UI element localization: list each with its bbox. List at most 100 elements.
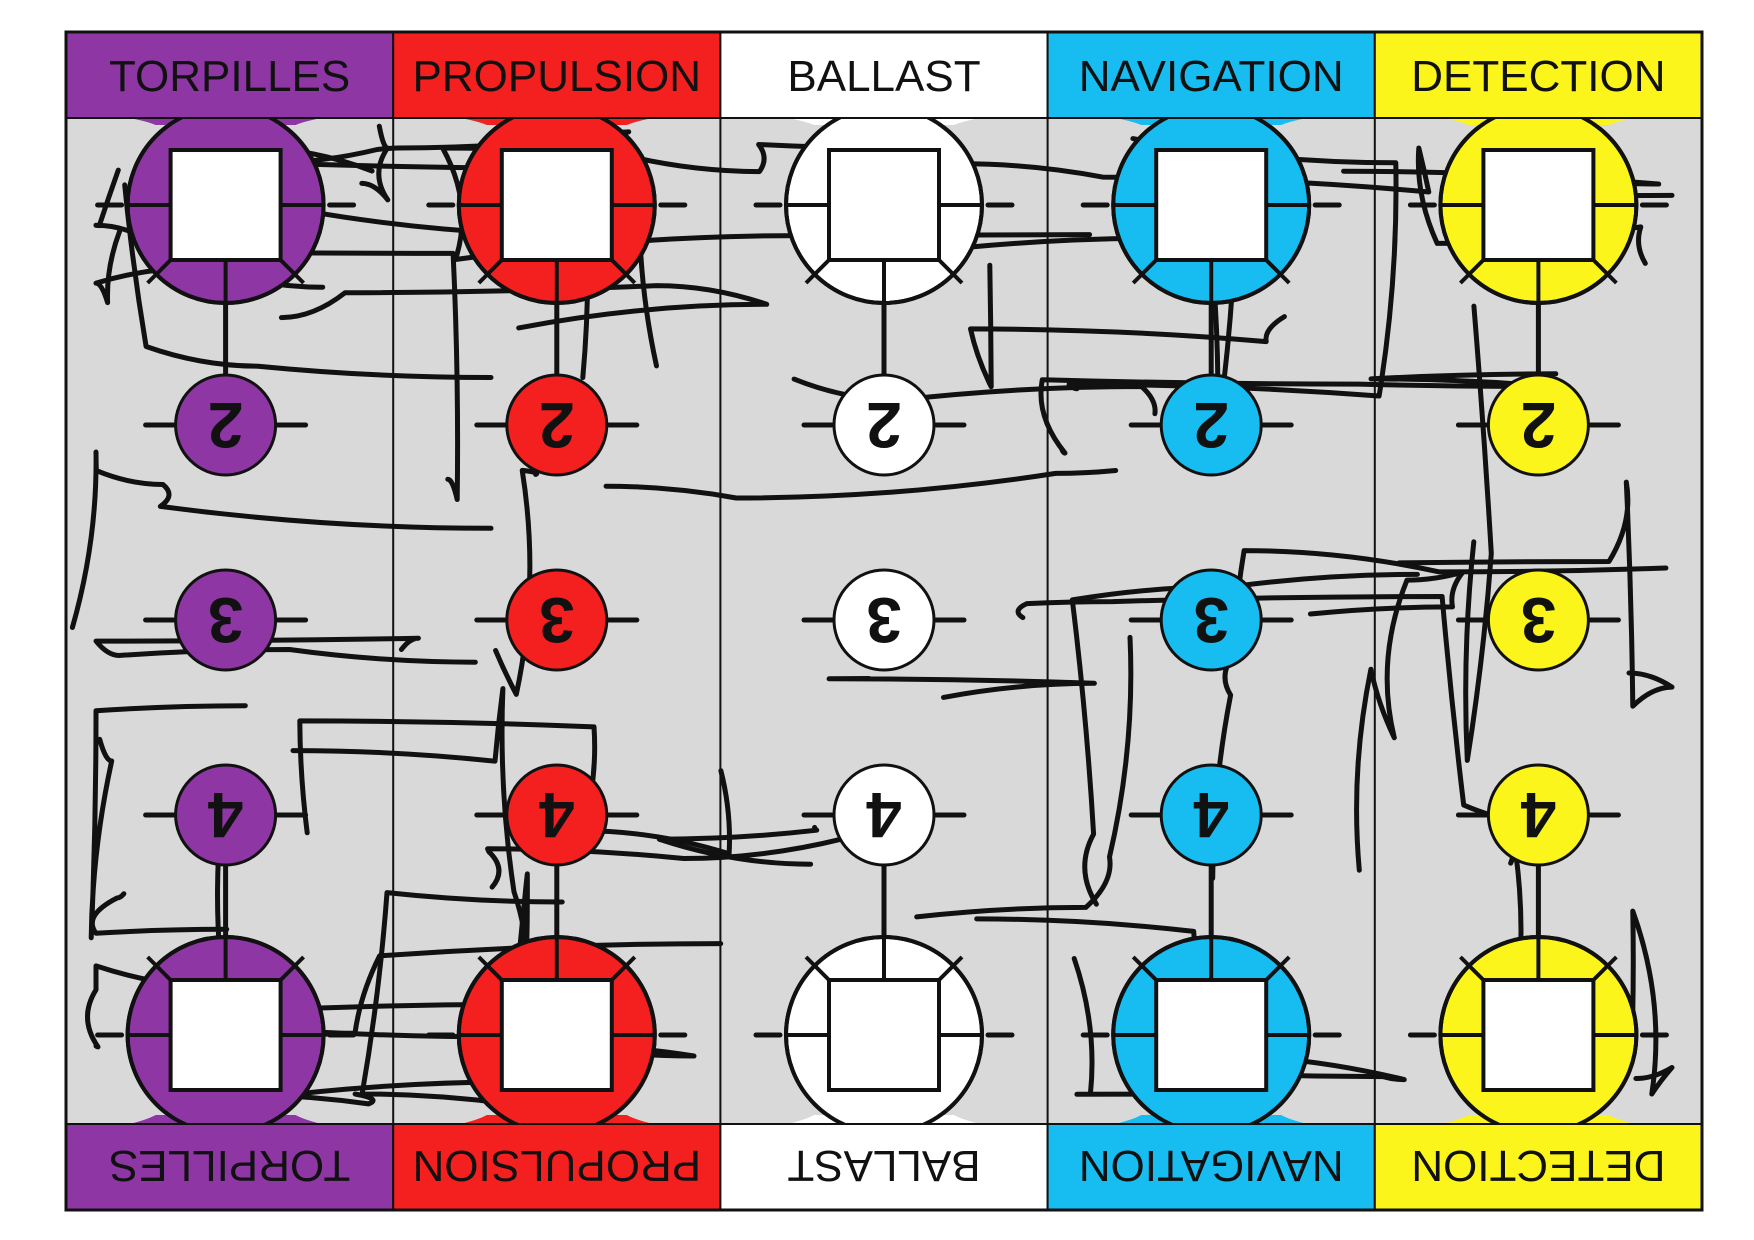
node-number: 3	[866, 584, 902, 656]
reactor-top-navigation	[1111, 105, 1312, 305]
node-navigation-3[interactable]: 3	[1159, 568, 1263, 672]
node-ballast-4[interactable]: 4	[832, 763, 936, 867]
wire	[1210, 548, 1669, 881]
header-top-label: TORPILLES	[109, 52, 350, 101]
node-propulsion-4[interactable]: 4	[505, 763, 609, 867]
node-circle	[1159, 373, 1263, 477]
header-top-propulsion: PROPULSION	[392, 31, 722, 119]
wire	[88, 703, 248, 941]
wire	[1463, 303, 1494, 763]
reactor-funnel	[1442, 118, 1635, 125]
header-top-torpilles: TORPILLES	[65, 31, 395, 119]
node-number: 4	[539, 779, 575, 851]
node-circle	[505, 373, 609, 477]
node-number: 3	[208, 584, 244, 656]
node-propulsion-2[interactable]: 2	[505, 373, 609, 477]
node-circle	[832, 568, 936, 672]
header-top-bg	[392, 31, 722, 119]
node-detection-2[interactable]: 2	[1486, 373, 1590, 477]
damage-box[interactable]	[1481, 978, 1596, 1092]
node-torpilles-3[interactable]: 3	[174, 568, 278, 672]
reactor-top-ballast	[784, 105, 984, 305]
reactor-funnel	[129, 1115, 322, 1124]
reactor-bottom-ballast	[784, 935, 984, 1135]
damage-box[interactable]	[827, 978, 941, 1092]
damage-box[interactable]	[168, 148, 283, 262]
reactor-funnel	[1115, 118, 1308, 125]
node-number: 2	[1521, 389, 1557, 461]
damage-box[interactable]	[827, 148, 941, 262]
reactor-funnel	[1442, 1115, 1635, 1124]
node-circle	[1486, 763, 1590, 867]
node-circle	[832, 763, 936, 867]
damage-box[interactable]	[168, 978, 283, 1092]
damage-box[interactable]	[499, 148, 614, 262]
header-top-bg	[65, 31, 395, 119]
wire	[93, 635, 478, 665]
header-top-label: NAVIGATION	[1079, 52, 1344, 101]
node-detection-3[interactable]: 3	[1486, 568, 1590, 672]
header-bottom-bg	[1046, 1123, 1376, 1211]
node-torpilles-2[interactable]: 2	[174, 373, 278, 477]
node-number: 3	[539, 584, 575, 656]
circuit-nodes: 2 3 4 2 3 4 2 3 4 2 3 4 2 3 4	[125, 105, 1639, 1135]
board-outline	[64, 30, 1704, 1212]
column-headers: TORPILLES TORPILLES PROPULSION PROPULSION BA…	[65, 31, 1704, 1211]
reactor-funnel	[1115, 1115, 1308, 1124]
node-navigation-4[interactable]: 4	[1159, 763, 1263, 867]
reactor-top-detection	[1438, 105, 1639, 305]
wire	[1396, 479, 1675, 709]
node-number: 4	[1193, 779, 1229, 851]
wire	[359, 123, 391, 203]
wire	[69, 449, 494, 630]
reactor-bottom-propulsion	[456, 935, 657, 1135]
wire	[122, 182, 494, 380]
header-bottom-label: DETECTION	[1411, 1141, 1665, 1190]
header-top-ballast: BALLAST	[719, 31, 1049, 119]
node-detection-4[interactable]: 4	[1486, 763, 1590, 867]
header-top-bg	[1046, 31, 1376, 119]
reactor-top-torpilles	[125, 105, 326, 305]
reactor-bottom-torpilles	[125, 935, 326, 1135]
reactor-bottom-navigation	[1111, 935, 1312, 1135]
node-ballast-2[interactable]: 2	[832, 373, 936, 477]
node-circle	[505, 763, 609, 867]
reactor-funnel	[788, 1115, 980, 1124]
node-number: 2	[866, 389, 902, 461]
header-bottom-label: TORPILLES	[109, 1141, 350, 1190]
damage-box[interactable]	[1154, 148, 1269, 262]
header-top-label: PROPULSION	[413, 52, 702, 101]
header-bottom-label: PROPULSION	[413, 1141, 702, 1190]
header-top-label: BALLAST	[787, 52, 980, 101]
node-circle	[1159, 763, 1263, 867]
damage-box[interactable]	[1154, 978, 1269, 1092]
node-circle	[505, 568, 609, 672]
damage-box[interactable]	[1481, 148, 1596, 262]
node-number: 4	[1520, 779, 1556, 851]
header-bottom-detection: DETECTION	[1373, 1123, 1704, 1211]
wire	[1038, 371, 1559, 456]
reactor-funnel	[788, 118, 980, 125]
node-propulsion-3[interactable]: 3	[505, 568, 609, 672]
header-bottom-navigation: NAVIGATION	[1046, 1123, 1376, 1211]
header-bottom-ballast: BALLAST	[719, 1123, 1049, 1211]
node-torpilles-4[interactable]: 4	[174, 763, 278, 867]
wire	[603, 468, 1119, 501]
wire	[1015, 594, 1565, 829]
node-circle	[1159, 568, 1263, 672]
node-ballast-3[interactable]: 3	[832, 568, 936, 672]
node-number: 2	[208, 389, 244, 461]
node-number: 2	[539, 389, 575, 461]
node-circle	[174, 763, 278, 867]
header-bottom-label: BALLAST	[787, 1141, 980, 1190]
node-number: 4	[866, 779, 902, 851]
wire	[278, 283, 770, 331]
node-navigation-2[interactable]: 2	[1159, 373, 1263, 477]
damage-box[interactable]	[499, 978, 614, 1092]
header-top-detection: DETECTION	[1373, 31, 1704, 119]
wire	[89, 891, 230, 936]
node-circle	[832, 373, 936, 477]
wire	[826, 676, 1097, 700]
wire	[914, 634, 1134, 920]
